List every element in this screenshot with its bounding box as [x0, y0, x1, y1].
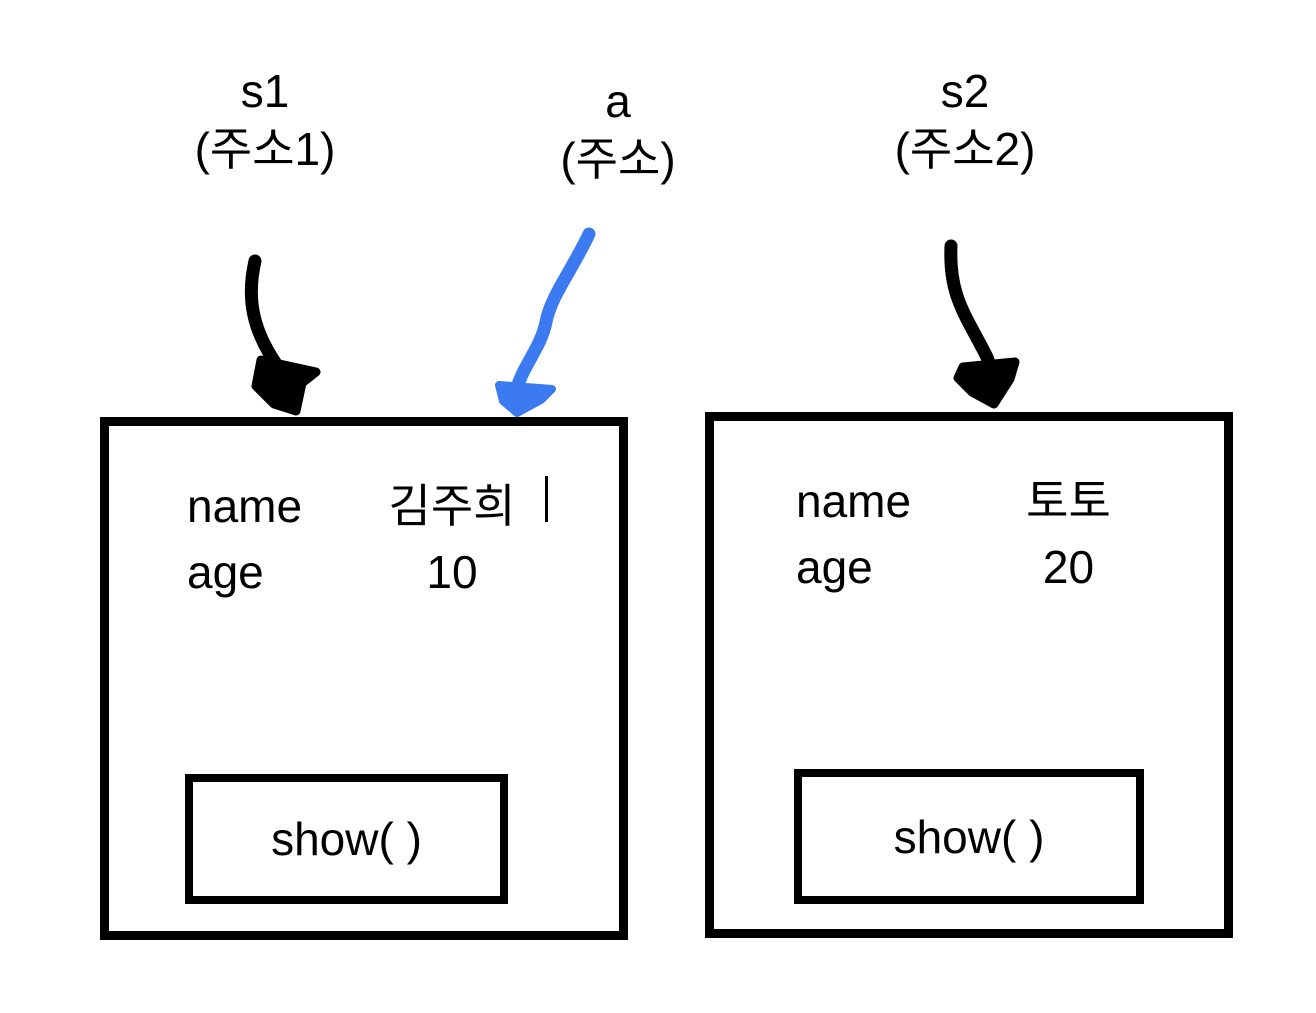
- object-2-fields: name 토토 age 20: [714, 468, 1224, 600]
- field-key-age: age: [187, 546, 264, 598]
- pointer-label-a: a (주소): [513, 72, 723, 188]
- field-row-name: name 김주희: [109, 473, 619, 539]
- arrow-s2-head: [953, 357, 1020, 409]
- field-value-age: 20: [1042, 541, 1095, 593]
- field-key-name: name: [796, 475, 912, 527]
- pointer-name-s2: s2: [940, 65, 990, 117]
- method-label-show: show( ): [893, 810, 1045, 863]
- field-value-name: 토토: [1026, 475, 1111, 527]
- method-box-2: show( ): [794, 769, 1144, 904]
- arrow-s2-shaft: [944, 239, 998, 377]
- arrow-s1-shaft: [244, 254, 288, 378]
- arrow-a-shaft: [509, 227, 596, 399]
- method-label-show: show( ): [271, 813, 422, 865]
- method-box-1: show( ): [185, 774, 508, 904]
- field-value-age: 10: [426, 546, 478, 598]
- pointer-address-s1: (주소1): [194, 123, 336, 175]
- pointer-label-s1: s1 (주소1): [135, 62, 395, 178]
- field-key-name: name: [187, 480, 303, 532]
- field-row-age: age 20: [714, 534, 1224, 600]
- arrow-s1-head: [251, 355, 321, 416]
- field-value-name: 김주희: [388, 480, 516, 532]
- pointer-address-s2: (주소2): [894, 123, 1036, 175]
- arrow-s2-to-object-2: [944, 239, 1020, 409]
- pointer-label-s2: s2 (주소2): [835, 62, 1095, 178]
- arrow-a-head: [495, 381, 556, 417]
- pointer-name-s1: s1: [240, 65, 290, 117]
- text-caret: [545, 476, 548, 522]
- field-row-age: age 10: [109, 539, 619, 605]
- object-1-fields: name 김주희 age 10: [109, 473, 619, 605]
- object-box-2: name 토토 age 20 show( ): [705, 412, 1233, 938]
- field-row-name: name 토토: [714, 468, 1224, 534]
- arrow-a-to-object-1: [495, 227, 596, 417]
- arrow-s1-to-object-1: [244, 254, 321, 416]
- pointer-address-a: (주소): [560, 133, 676, 185]
- pointer-name-a: a: [605, 75, 631, 127]
- object-box-1: name 김주희 age 10 show( ): [100, 417, 628, 940]
- field-key-age: age: [796, 541, 873, 593]
